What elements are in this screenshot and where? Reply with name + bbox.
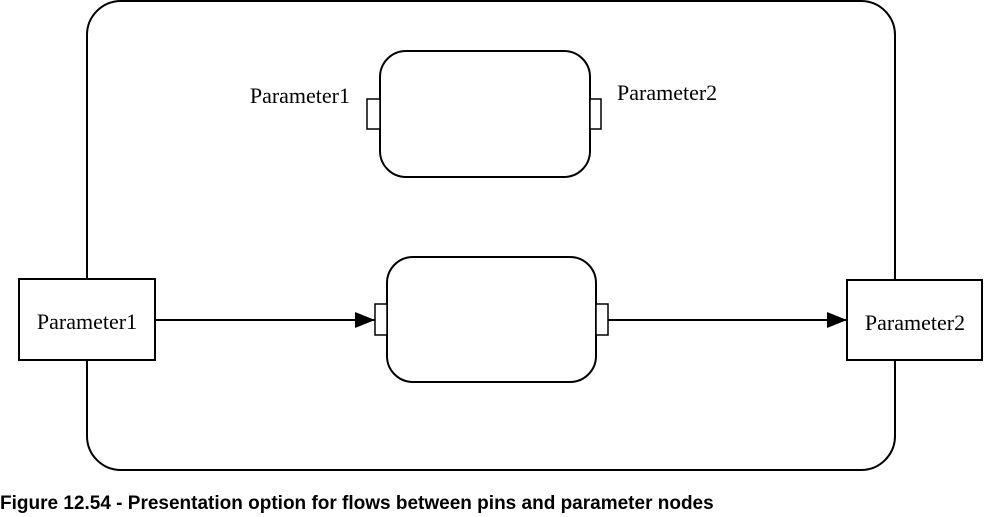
activity-diagram: Parameter1 Parameter2 Parameter1 Paramet… — [18, 0, 983, 471]
top-action-left-pin — [366, 98, 381, 130]
left-parameter-label: Parameter1 — [37, 309, 137, 334]
activity-frame — [86, 0, 896, 471]
top-left-pin-label: Parameter1 — [250, 83, 350, 108]
bottom-action-right-pin — [595, 303, 609, 336]
right-parameter-label: Parameter2 — [865, 310, 965, 335]
bottom-action-node — [386, 256, 597, 383]
bottom-action-left-pin — [374, 303, 388, 336]
top-action-right-pin — [589, 98, 602, 130]
left-parameter-node — [18, 278, 156, 361]
top-action-node — [379, 50, 591, 178]
right-parameter-node — [846, 279, 983, 361]
top-right-pin-label: Parameter2 — [617, 80, 717, 105]
figure-caption: Figure 12.54 - Presentation option for f… — [0, 493, 714, 514]
